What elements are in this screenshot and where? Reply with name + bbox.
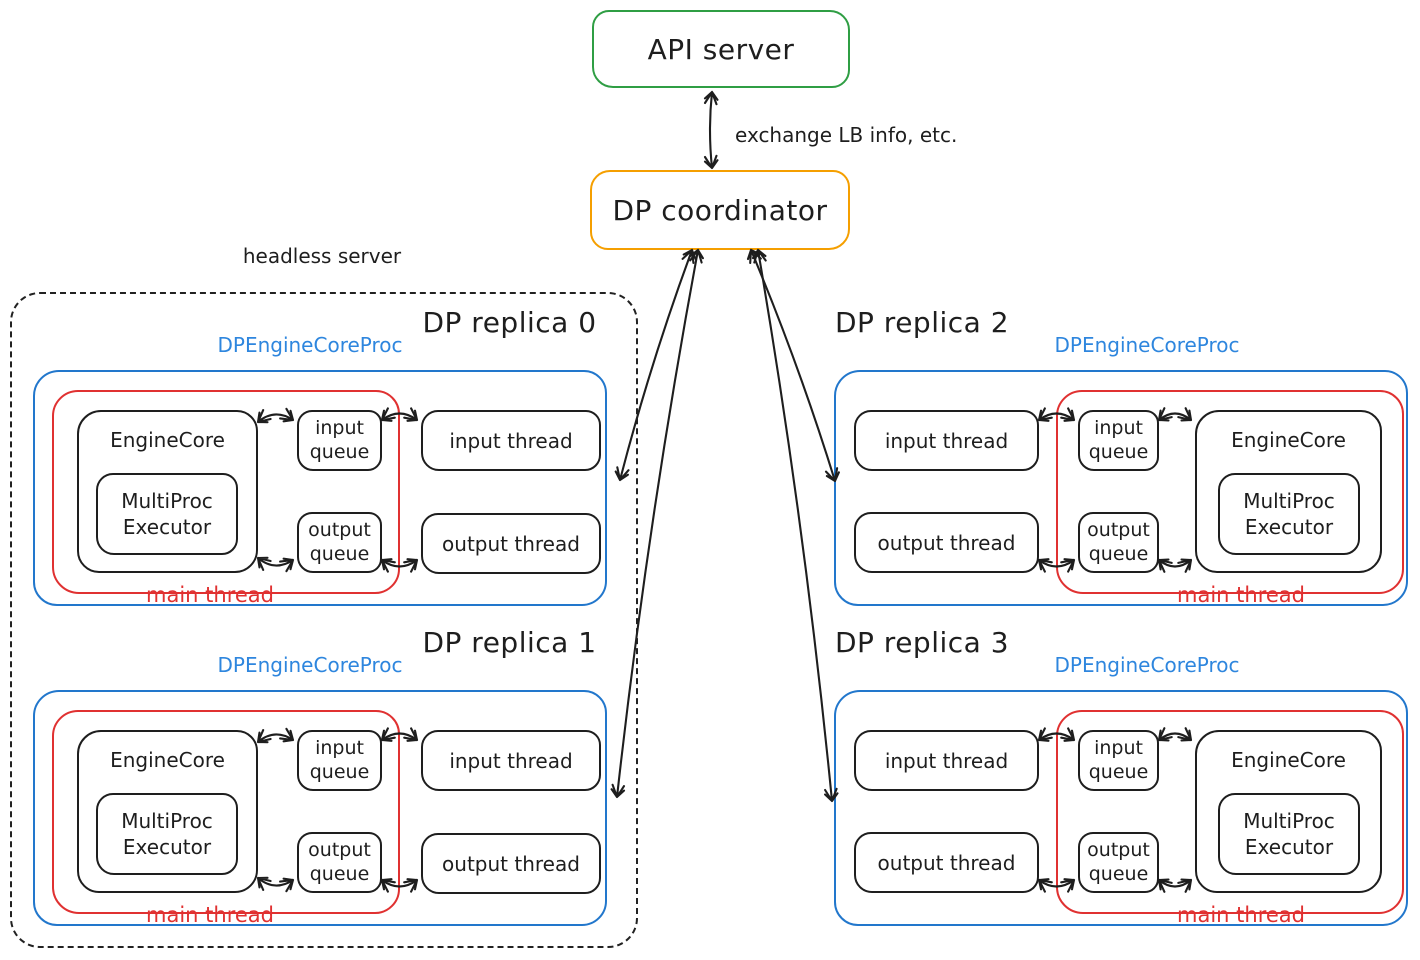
- replica-0-main-thread-box: [52, 390, 400, 594]
- output-thread-label: output thread: [442, 851, 580, 876]
- replica-2-multiproc-executor-box: MultiProc Executor: [1218, 473, 1360, 555]
- multiproc-executor-line2: Executor: [122, 835, 212, 859]
- replica-1-title: DP replica 1: [422, 626, 597, 659]
- replica-3-multiproc-executor-box: MultiProc Executor: [1218, 793, 1360, 875]
- input-queue-line2: queue: [1088, 440, 1149, 463]
- multiproc-executor-line2: Executor: [1244, 515, 1334, 539]
- replica-2-proc-label: DPEngineCoreProc: [1054, 333, 1240, 357]
- multiproc-executor-line1: MultiProc: [1243, 489, 1335, 513]
- output-queue-line2: queue: [309, 542, 370, 565]
- replica-2-proc-box: DP replica 2 DPEngineCoreProc EngineCore…: [834, 306, 1408, 607]
- replica-1-input-thread-box: input thread: [421, 730, 601, 791]
- output-thread-label: output thread: [442, 531, 580, 556]
- replica-0-title: DP replica 0: [422, 306, 597, 339]
- output-queue-line1: output: [1087, 839, 1150, 862]
- replica-2-title: DP replica 2: [834, 306, 1010, 339]
- output-thread-label: output thread: [877, 850, 1016, 875]
- replica-0-output-queue-box: output queue: [297, 512, 382, 573]
- replica-3-proc-box: DP replica 3 DPEngineCoreProc EngineCore…: [834, 626, 1408, 927]
- replica-1-output-queue-box: output queue: [297, 832, 382, 893]
- engine-core-label: EngineCore: [110, 428, 225, 452]
- replica-0-output-thread-box: output thread: [421, 513, 601, 574]
- replica-1-main-thread-label: main thread: [146, 903, 274, 927]
- multiproc-executor-line1: MultiProc: [121, 489, 213, 513]
- replica-3-input-thread-box: input thread: [854, 730, 1039, 791]
- input-queue-line1: input: [315, 417, 364, 440]
- replica-2-main-thread-label: main thread: [1177, 583, 1305, 607]
- input-thread-label: input thread: [449, 748, 573, 773]
- replica-3-input-queue-box: input queue: [1078, 730, 1159, 791]
- multiproc-executor-line2: Executor: [1244, 835, 1334, 859]
- multiproc-executor-line1: MultiProc: [121, 809, 213, 833]
- input-queue-line2: queue: [1088, 760, 1149, 783]
- replica-0-input-queue-box: input queue: [297, 410, 382, 471]
- replica-0-proc-label: DPEngineCoreProc: [217, 333, 403, 357]
- output-queue-line1: output: [1087, 519, 1150, 542]
- exchange-lb-info-label: exchange LB info, etc.: [735, 123, 958, 147]
- output-queue-line2: queue: [309, 862, 370, 885]
- replica-0-proc-box: DP replica 0 DPEngineCoreProc EngineCore…: [33, 306, 607, 607]
- dp-coordinator-node: DP coordinator: [590, 170, 850, 250]
- input-queue-line1: input: [1094, 737, 1143, 760]
- replica-3-output-queue-box: output queue: [1078, 832, 1159, 893]
- replica-2-input-queue-box: input queue: [1078, 410, 1159, 471]
- replica-0-main-thread-label: main thread: [146, 583, 274, 607]
- replica-1-proc-label: DPEngineCoreProc: [217, 653, 403, 677]
- replica-2-output-queue-box: output queue: [1078, 512, 1159, 573]
- input-thread-label: input thread: [449, 428, 573, 453]
- headless-server-label: headless server: [242, 244, 402, 268]
- input-thread-label: input thread: [884, 748, 1009, 773]
- replica-1-multiproc-executor-box: MultiProc Executor: [96, 793, 238, 875]
- output-queue-line1: output: [308, 839, 371, 862]
- replica-3-engine-core-box: EngineCore MultiProc Executor: [1195, 730, 1382, 893]
- replica-0-engine-core-box: EngineCore MultiProc Executor: [77, 410, 258, 573]
- replica-1-output-thread-box: output thread: [421, 833, 601, 894]
- input-queue-line2: queue: [309, 440, 370, 463]
- replica-1-engine-core-box: EngineCore MultiProc Executor: [77, 730, 258, 893]
- replica-2-main-thread-box: [1056, 390, 1404, 594]
- replica-3-main-thread-label: main thread: [1177, 903, 1305, 927]
- multiproc-executor-line2: Executor: [122, 515, 212, 539]
- engine-core-label: EngineCore: [1231, 428, 1346, 452]
- input-queue-line2: queue: [309, 760, 370, 783]
- replica-3-output-thread-box: output thread: [854, 832, 1039, 893]
- replica-2-output-thread-box: output thread: [854, 512, 1039, 573]
- dp-coordinator-label: DP coordinator: [612, 193, 828, 227]
- input-thread-label: input thread: [884, 428, 1009, 453]
- input-queue-line1: input: [315, 737, 364, 760]
- replica-0-input-thread-box: input thread: [421, 410, 601, 471]
- multiproc-executor-line1: MultiProc: [1243, 809, 1335, 833]
- input-queue-line1: input: [1094, 417, 1143, 440]
- output-queue-line2: queue: [1088, 542, 1149, 565]
- api-server-node: API server: [592, 10, 850, 88]
- engine-core-label: EngineCore: [1231, 748, 1346, 772]
- replica-1-main-thread-box: [52, 710, 400, 914]
- replica-2-input-thread-box: input thread: [854, 410, 1039, 471]
- replica-1-proc-box: DP replica 1 DPEngineCoreProc EngineCore…: [33, 626, 607, 927]
- engine-core-label: EngineCore: [110, 748, 225, 772]
- replica-0-multiproc-executor-box: MultiProc Executor: [96, 473, 238, 555]
- replica-3-title: DP replica 3: [834, 626, 1010, 659]
- output-queue-line2: queue: [1088, 862, 1149, 885]
- output-queue-line1: output: [308, 519, 371, 542]
- replica-3-main-thread-box: [1056, 710, 1404, 914]
- replica-3-proc-label: DPEngineCoreProc: [1054, 653, 1240, 677]
- replica-1-input-queue-box: input queue: [297, 730, 382, 791]
- replica-2-engine-core-box: EngineCore MultiProc Executor: [1195, 410, 1382, 573]
- api-server-label: API server: [647, 32, 795, 66]
- output-thread-label: output thread: [877, 530, 1016, 555]
